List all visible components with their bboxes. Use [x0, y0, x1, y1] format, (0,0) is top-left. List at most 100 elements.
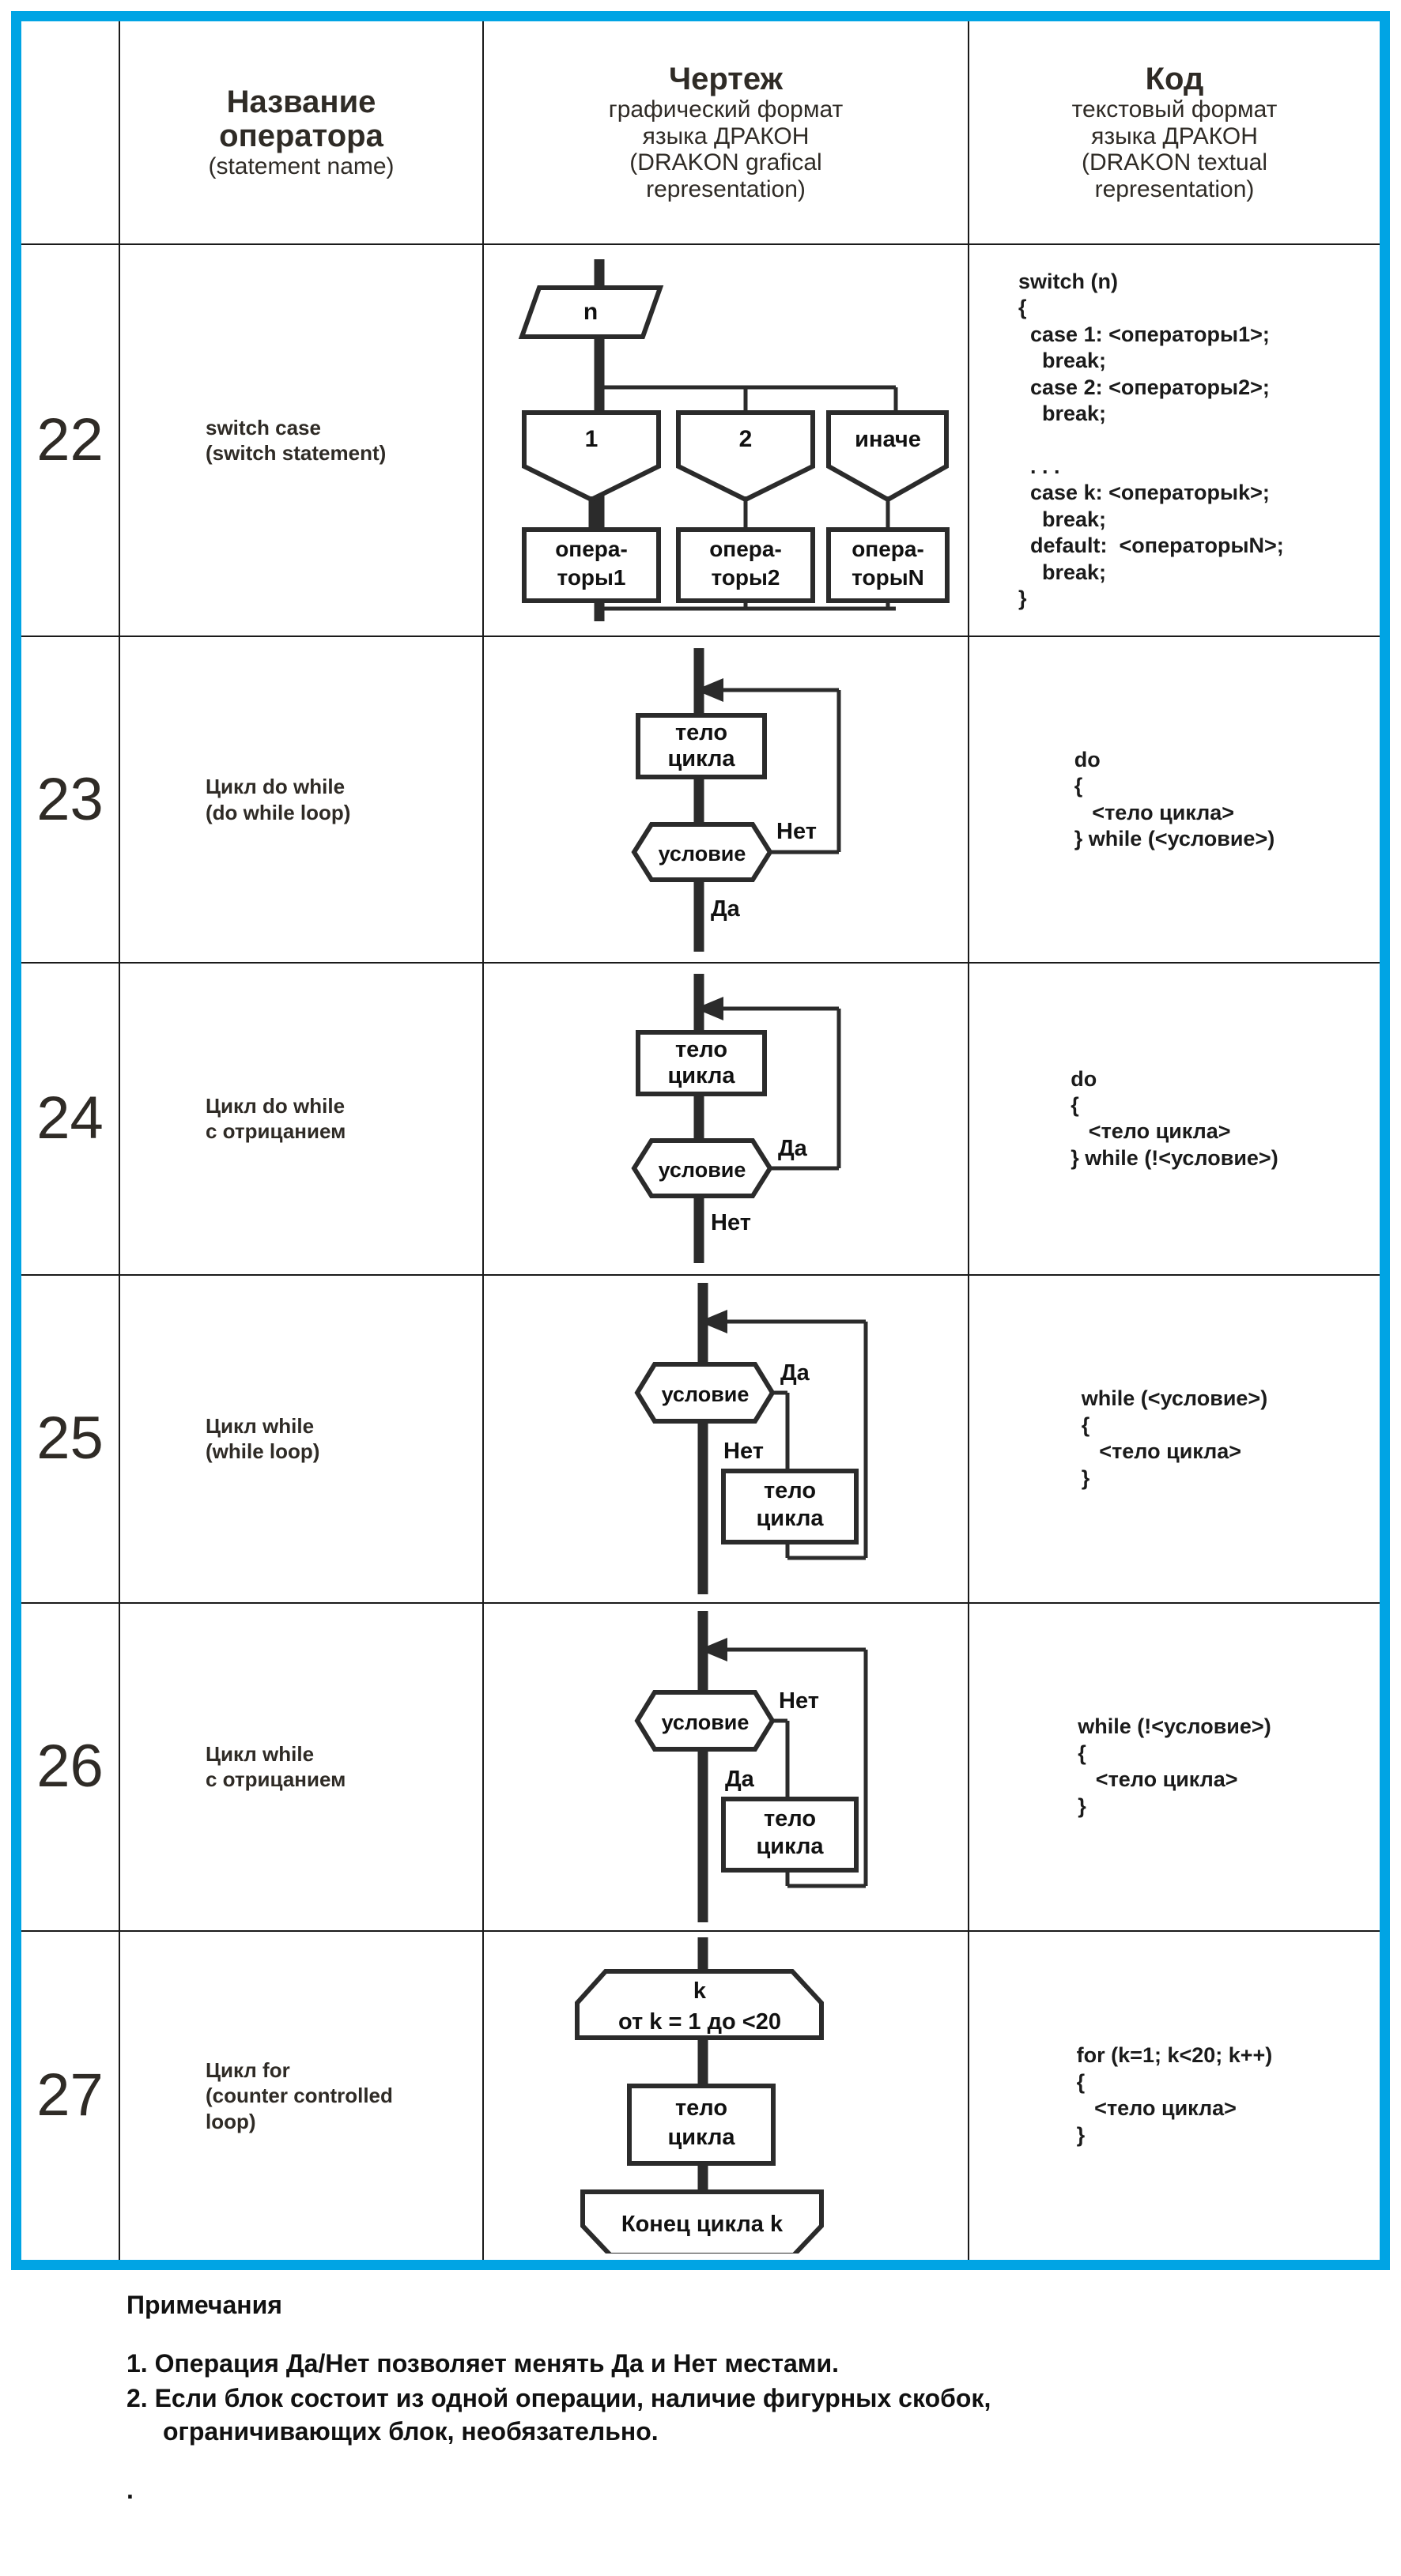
- table-header-row: Название оператора (statement name) Черт…: [21, 21, 1380, 246]
- drakon-diagram-cell-switch-case: n 1 опера- торы1 2: [482, 243, 969, 638]
- statement-name: switch case (switch statement): [206, 415, 387, 466]
- exit-branch-label: Да: [725, 1767, 755, 1792]
- statement-name: Цикл do while (do while loop): [206, 775, 351, 824]
- condition-label: условие: [662, 1710, 750, 1734]
- drakon-diagram-cell-do-while: тело цикла условие Нет Да: [482, 636, 969, 964]
- row-number: 22: [36, 406, 104, 474]
- code-text: do { <тело цикла> } while (!<условие>): [1071, 1066, 1278, 1170]
- row-number: 26: [36, 1733, 104, 1801]
- header-name-subtitle: (statement name): [208, 153, 395, 180]
- header-code-title: Код: [1145, 61, 1204, 96]
- for-header-variable: k: [693, 1978, 707, 2004]
- statement-name-cell: switch case (switch statement): [119, 243, 484, 638]
- loop-branch-label: Нет: [779, 1688, 819, 1714]
- header-drawing-title: Чертеж: [669, 61, 783, 96]
- drakon-diagram-cell-while-negated: условие Нет Да тело цикла: [482, 1601, 969, 1932]
- header-drawing-subtitle: графический формат языка ДРАКОН (DRAKON …: [608, 96, 844, 202]
- statement-name: Цикл for (counter controlled loop): [206, 2057, 393, 2133]
- header-name-title: Название оператора: [219, 84, 383, 153]
- exit-branch-label: Нет: [711, 1210, 751, 1235]
- drakon-do-while-negated-diagram: тело цикла условие Да Нет: [631, 974, 841, 1264]
- code-text: do { <тело цикла> } while (<условие>): [1074, 747, 1275, 851]
- svg-text:цикла: цикла: [756, 1834, 824, 1859]
- loop-branch-label: Нет: [776, 819, 817, 844]
- for-footer-label: Конец цикла k: [621, 2212, 784, 2237]
- row-number-cell: 27: [21, 1929, 120, 2260]
- loop-body-label: тело: [675, 1037, 727, 1062]
- statement-name: Цикл do while с отрицанием: [206, 1093, 346, 1144]
- drakon-for-diagram: k от k = 1 до <20 тело цикла Конец цикла…: [575, 1937, 824, 2254]
- drakon-statements-table: Название оператора (statement name) Черт…: [21, 21, 1380, 2260]
- table-row: 24 Цикл do while с отрицанием тело цикла: [21, 962, 1380, 1276]
- statement-name-cell: Цикл while с отрицанием: [119, 1601, 484, 1932]
- code-text: while (!<условие>) { <тело цикла> }: [1078, 1714, 1271, 1818]
- table-row: 26 Цикл while с отрицанием условие Нет: [21, 1601, 1380, 1932]
- header-cell-statement-name: Название оператора (statement name): [119, 21, 484, 246]
- code-cell: while (!<условие>) { <тело цикла> }: [968, 1601, 1380, 1932]
- notes-section: Примечания 1. Операция Да/Нет позволяет …: [127, 2291, 1360, 2505]
- row-number-cell: 25: [21, 1273, 120, 1604]
- code-cell: while (<условие>) { <тело цикла> }: [968, 1273, 1380, 1604]
- drakon-diagram-cell-do-while-negated: тело цикла условие Да Нет: [482, 962, 969, 1276]
- table-row: 23 Цикл do while (do while loop): [21, 636, 1380, 964]
- row-number-cell: 23: [21, 636, 120, 964]
- header-cell-code: Код текстовый формат языка ДРАКОН (DRAKO…: [968, 21, 1380, 246]
- case-body-2: опера-: [709, 537, 782, 561]
- switch-input-label: n: [583, 299, 598, 325]
- notes-title: Примечания: [127, 2291, 282, 2319]
- header-cell-number: [21, 21, 120, 246]
- loop-branch-label: Да: [778, 1136, 808, 1161]
- code-cell: do { <тело цикла> } while (<условие>): [968, 636, 1380, 964]
- loop-body-label: тело: [764, 1478, 816, 1503]
- code-text: for (k=1; k<20; k++) { <тело цикла> }: [1076, 2043, 1273, 2147]
- case-body-1: опера-: [555, 537, 628, 561]
- cyan-frame-border: Название оператора (statement name) Черт…: [11, 11, 1390, 2270]
- statement-name-cell: Цикл do while (do while loop): [119, 636, 484, 964]
- case-label-2: 2: [739, 426, 753, 452]
- exit-branch-label: Нет: [723, 1439, 764, 1464]
- table-row: 22 switch case (switch statement) n: [21, 243, 1380, 638]
- exit-branch-label: Да: [711, 896, 741, 922]
- statement-name-cell: Цикл do while с отрицанием: [119, 962, 484, 1276]
- svg-text:цикла: цикла: [667, 746, 735, 771]
- svg-text:торы1: торы1: [557, 565, 625, 590]
- row-number: 23: [36, 765, 104, 833]
- code-cell: for (k=1; k<20; k++) { <тело цикла> }: [968, 1929, 1380, 2260]
- for-header-range: от k = 1 до <20: [618, 2009, 781, 2035]
- condition-label: условие: [659, 1158, 746, 1182]
- row-number-cell: 24: [21, 962, 120, 1276]
- loop-body-label: тело: [675, 720, 727, 745]
- code-text: while (<условие>) { <тело цикла> }: [1081, 1386, 1268, 1490]
- drakon-while-negated-diagram: условие Нет Да тело цикла: [634, 1611, 868, 1923]
- statement-name-cell: Цикл for (counter controlled loop): [119, 1929, 484, 2260]
- row-number-cell: 26: [21, 1601, 120, 1932]
- code-cell: switch (n) { case 1: <операторы1>; break…: [968, 243, 1380, 638]
- case-label-else: иначе: [855, 427, 921, 452]
- row-number-cell: 22: [21, 243, 120, 638]
- condition-label: условие: [659, 842, 746, 866]
- statement-name: Цикл while с отрицанием: [206, 1741, 346, 1792]
- loop-body-label: тело: [675, 2095, 727, 2121]
- svg-text:цикла: цикла: [667, 2125, 735, 2150]
- code-text: switch (n) { case 1: <операторы1>; break…: [1018, 269, 1284, 611]
- list-item: 2. Если блок состоит из одной операции, …: [127, 2384, 991, 2446]
- code-cell: do { <тело цикла> } while (!<условие>): [968, 962, 1380, 1276]
- case-label-1: 1: [585, 426, 599, 452]
- table-row: 27 Цикл for (counter controlled loop) k …: [21, 1929, 1380, 2260]
- svg-text:торы2: торы2: [711, 565, 780, 590]
- loop-body-label: тело: [764, 1806, 816, 1831]
- statement-name: Цикл while (while loop): [206, 1413, 320, 1464]
- drakon-while-diagram: условие Да Нет тело цикла: [634, 1283, 868, 1595]
- drakon-do-while-diagram: тело цикла условие Нет Да: [631, 647, 841, 952]
- row-number: 24: [36, 1084, 104, 1152]
- list-item: 1. Операция Да/Нет позволяет менять Да и…: [127, 2349, 840, 2378]
- row-number: 27: [36, 2061, 104, 2129]
- notes-trailing-dot: .: [127, 2475, 134, 2504]
- loop-branch-label: Да: [780, 1360, 810, 1386]
- svg-text:цикла: цикла: [667, 1063, 735, 1088]
- svg-text:цикла: цикла: [756, 1506, 824, 1531]
- condition-label: условие: [662, 1382, 750, 1406]
- drakon-switch-case-diagram: n 1 опера- торы1 2: [518, 259, 950, 622]
- statement-name-cell: Цикл while (while loop): [119, 1273, 484, 1604]
